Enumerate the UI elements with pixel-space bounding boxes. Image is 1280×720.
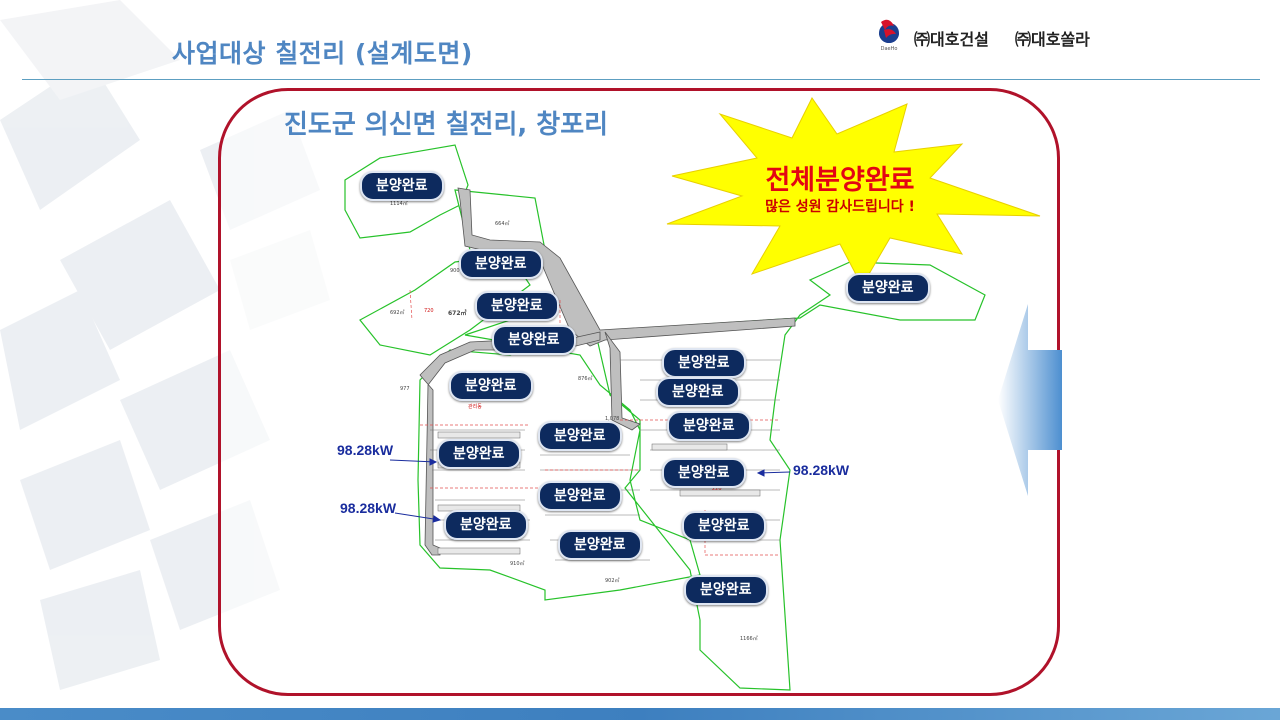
svg-text:관리동: 관리동 — [468, 403, 482, 410]
capacity-label: 98.28kW — [340, 500, 397, 516]
location-title: 진도군 의신면 칠전리, 창포리 — [284, 110, 609, 140]
company-header: DaeHo ㈜대호건설 ㈜대호쏠라 — [872, 18, 1122, 54]
announcement-sub: 많은 성원 감사드립니다 ! — [765, 199, 915, 215]
sold-out-badge: 분양완료 — [492, 325, 576, 355]
sold-out-badge: 분양완료 — [459, 249, 543, 279]
capacity-label: 98.28kW — [337, 442, 394, 458]
svg-text:220: 220 — [712, 486, 722, 492]
sold-out-badge: 분양완료 — [662, 348, 746, 378]
starburst-icon — [666, 97, 1041, 286]
sold-out-badge: 분양완료 — [662, 458, 746, 488]
company-name-solar: ㈜대호쏠라 — [1015, 30, 1090, 49]
svg-text:876㎡: 876㎡ — [578, 375, 593, 382]
sold-out-badge: 분양완료 — [684, 575, 768, 605]
svg-text:664㎡: 664㎡ — [495, 220, 510, 227]
sold-out-badge: 분양완료 — [656, 377, 740, 407]
sold-out-badge: 분양완료 — [444, 510, 528, 540]
svg-text:692㎡: 692㎡ — [390, 309, 405, 316]
sold-out-badge: 분양완료 — [846, 273, 930, 303]
sold-out-badge: 분양완료 — [360, 171, 444, 201]
svg-text:1166㎡: 1166㎡ — [740, 635, 758, 642]
svg-text:672㎡: 672㎡ — [448, 309, 467, 317]
header-divider — [22, 79, 1260, 80]
svg-text:720: 720 — [424, 308, 434, 314]
svg-text:1114㎡: 1114㎡ — [390, 200, 408, 207]
svg-text:977: 977 — [400, 386, 410, 392]
footer-bar — [0, 708, 1280, 720]
page-title: 사업대상 칠전리 (설계도면) — [172, 39, 473, 68]
sold-out-badge: 분양완료 — [558, 530, 642, 560]
capacity-label: 98.28kW — [793, 462, 850, 478]
sold-out-badge: 분양완료 — [538, 421, 622, 451]
sold-out-badge: 분양완료 — [449, 371, 533, 401]
sold-out-badge: 분양완료 — [667, 411, 751, 441]
svg-text:DaeHo: DaeHo — [881, 46, 898, 52]
sold-out-badge: 분양완료 — [437, 439, 521, 469]
svg-text:902㎡: 902㎡ — [605, 577, 620, 584]
svg-text:910㎡: 910㎡ — [510, 560, 525, 567]
left-arrow-icon — [998, 304, 1062, 496]
company-logo-icon: DaeHo — [879, 19, 899, 52]
sold-out-badge: 분양완료 — [682, 511, 766, 541]
company-name-construction: ㈜대호건설 — [914, 30, 989, 49]
svg-text:1,078: 1,078 — [605, 416, 619, 422]
sold-out-badge: 분양완료 — [538, 481, 622, 511]
announcement-main: 전체분양완료 — [765, 165, 915, 196]
svg-text:900: 900 — [450, 268, 460, 274]
sold-out-badge: 분양완료 — [475, 291, 559, 321]
